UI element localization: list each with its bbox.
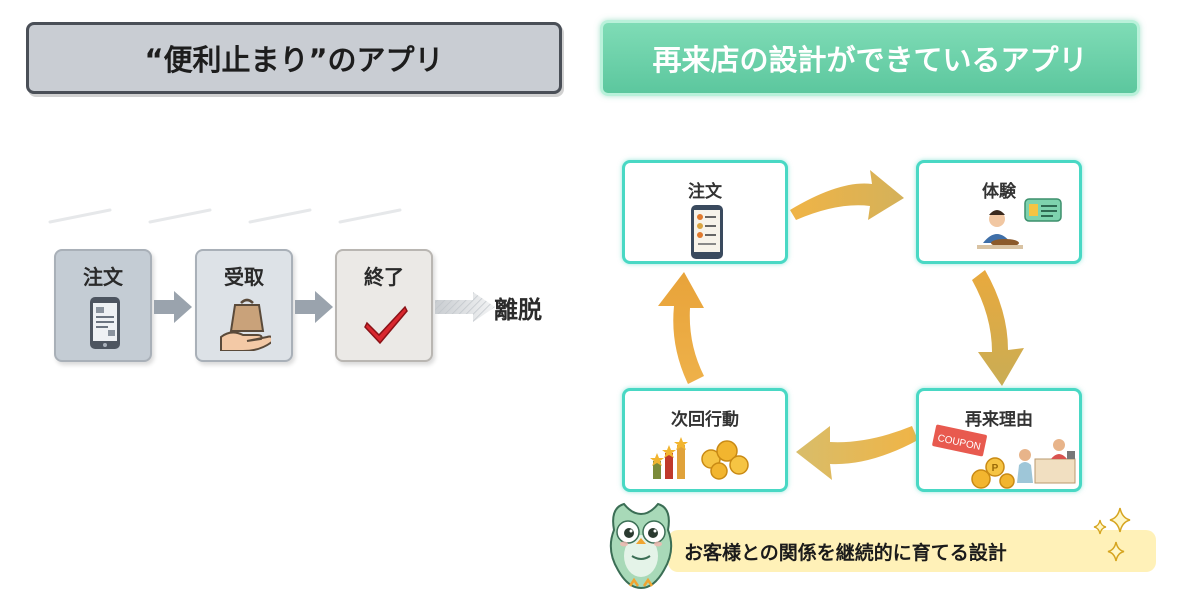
coupon-shop-icon: COUPON P [932,424,1076,489]
exit-arrow [435,292,495,322]
checkmark-icon [364,305,408,345]
message-text: お客様との関係を継続的に育てる設計 [684,541,1007,564]
cycle-step-experience-label: 体験 [982,182,1016,202]
left-step-pickup-label: 受取 [224,265,264,289]
points-stars-chart-icon [650,437,749,480]
cycle-arrow-1 [790,170,904,220]
right-panel-title: 再来店の設計ができているアプリ [600,20,1140,96]
cycle-step-order-label: 注文 [688,182,722,202]
cycle-step-next-action: 次回行動 [622,388,788,492]
cycle-arrow-4 [658,272,704,384]
exit-label: 離脱 [494,296,542,324]
left-step-order: 注文 [54,249,152,362]
cycle-step-order: 注文 [622,160,788,264]
smartphone-icon [90,297,120,349]
cycle-arrow-3 [796,426,918,480]
diner-thumbs-up-icon [977,198,1062,249]
left-step-order-label: 注文 [83,265,123,289]
left-step-end: 終了 [335,249,433,362]
flow-arrow [295,291,333,323]
motion-streaks [48,208,402,224]
cycle-step-reason: 再来理由 COUPON P [916,388,1082,492]
left-step-end-label: 終了 [364,265,404,289]
cycle-arrow-2 [972,270,1024,386]
cycle-step-next-action-label: 次回行動 [671,410,739,430]
cycle-arrows [658,170,1024,480]
cycle-step-experience: 体験 [916,160,1082,264]
smartphone-menu-icon [691,205,723,259]
message-bubble: お客様との関係を継続的に育てる設計 [668,530,1156,572]
left-panel-title: “便利止まり”のアプリ [26,22,562,94]
left-step-pickup: 受取 [195,249,293,362]
sparkle-icon [1093,507,1131,562]
owl-mascot-icon [609,502,673,590]
hand-with-bag-icon [220,298,271,351]
cycle-step-reason-label: 再来理由 [965,410,1033,430]
point-text: P [992,463,999,474]
flow-arrow [154,291,192,323]
